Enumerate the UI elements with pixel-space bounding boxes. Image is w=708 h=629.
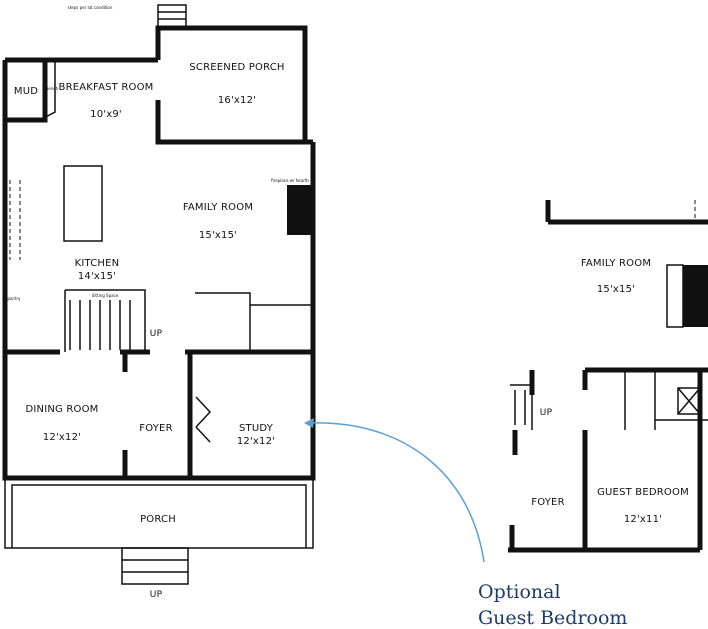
fireplace-label: fireplace w/ hearth: [271, 178, 309, 183]
alt-stair-up-label: UP: [540, 408, 553, 418]
room-foyer: FOYER: [139, 423, 172, 434]
alt-plan-walls: [508, 200, 708, 553]
alt-room-foyer: FOYER: [531, 497, 564, 508]
porch-up-label: UP: [150, 590, 163, 600]
room-study-name: STUDY: [239, 423, 274, 434]
lot-note: steps per lot condition: [68, 5, 113, 10]
room-kitchen-size: 14'x15': [78, 271, 116, 282]
callout-arrow: [309, 422, 485, 563]
main-plan-walls: [2, 25, 316, 481]
room-study-size: 12'x12': [237, 436, 275, 447]
callout-line-1: Optional: [478, 581, 561, 603]
room-breakfast-size: 10'x9': [90, 109, 122, 120]
alt-room-family-name: FAMILY ROOM: [581, 258, 651, 269]
room-screened-porch-size: 16'x12': [218, 95, 256, 106]
room-screened-porch-name: SCREENED PORCH: [189, 62, 284, 73]
room-porch: PORCH: [140, 514, 176, 525]
stair-up-label: UP: [150, 329, 163, 339]
alt-room-guest-name: GUEST BEDROOM: [597, 487, 689, 498]
alt-room-guest-size: 12'x11': [624, 514, 662, 525]
alt-room-family-size: 15'x15': [597, 284, 635, 295]
pantry-label: pantry: [7, 296, 21, 301]
bench-label: bench: [46, 86, 59, 91]
arrowhead-icon: [304, 418, 314, 428]
room-family-name: FAMILY ROOM: [183, 202, 253, 213]
front-porch: [4, 4, 314, 585]
room-dining-name: DINING ROOM: [25, 404, 98, 415]
room-mud: MUD: [14, 86, 38, 97]
room-family-size: 15'x15': [199, 230, 237, 241]
callout-line-2: Guest Bedroom: [478, 607, 627, 629]
sitting-space-label: Sitting Space: [92, 293, 119, 298]
room-kitchen-name: KITCHEN: [75, 258, 120, 269]
room-breakfast-name: BREAKFAST ROOM: [59, 82, 154, 93]
room-dining-size: 12'x12': [43, 432, 81, 443]
